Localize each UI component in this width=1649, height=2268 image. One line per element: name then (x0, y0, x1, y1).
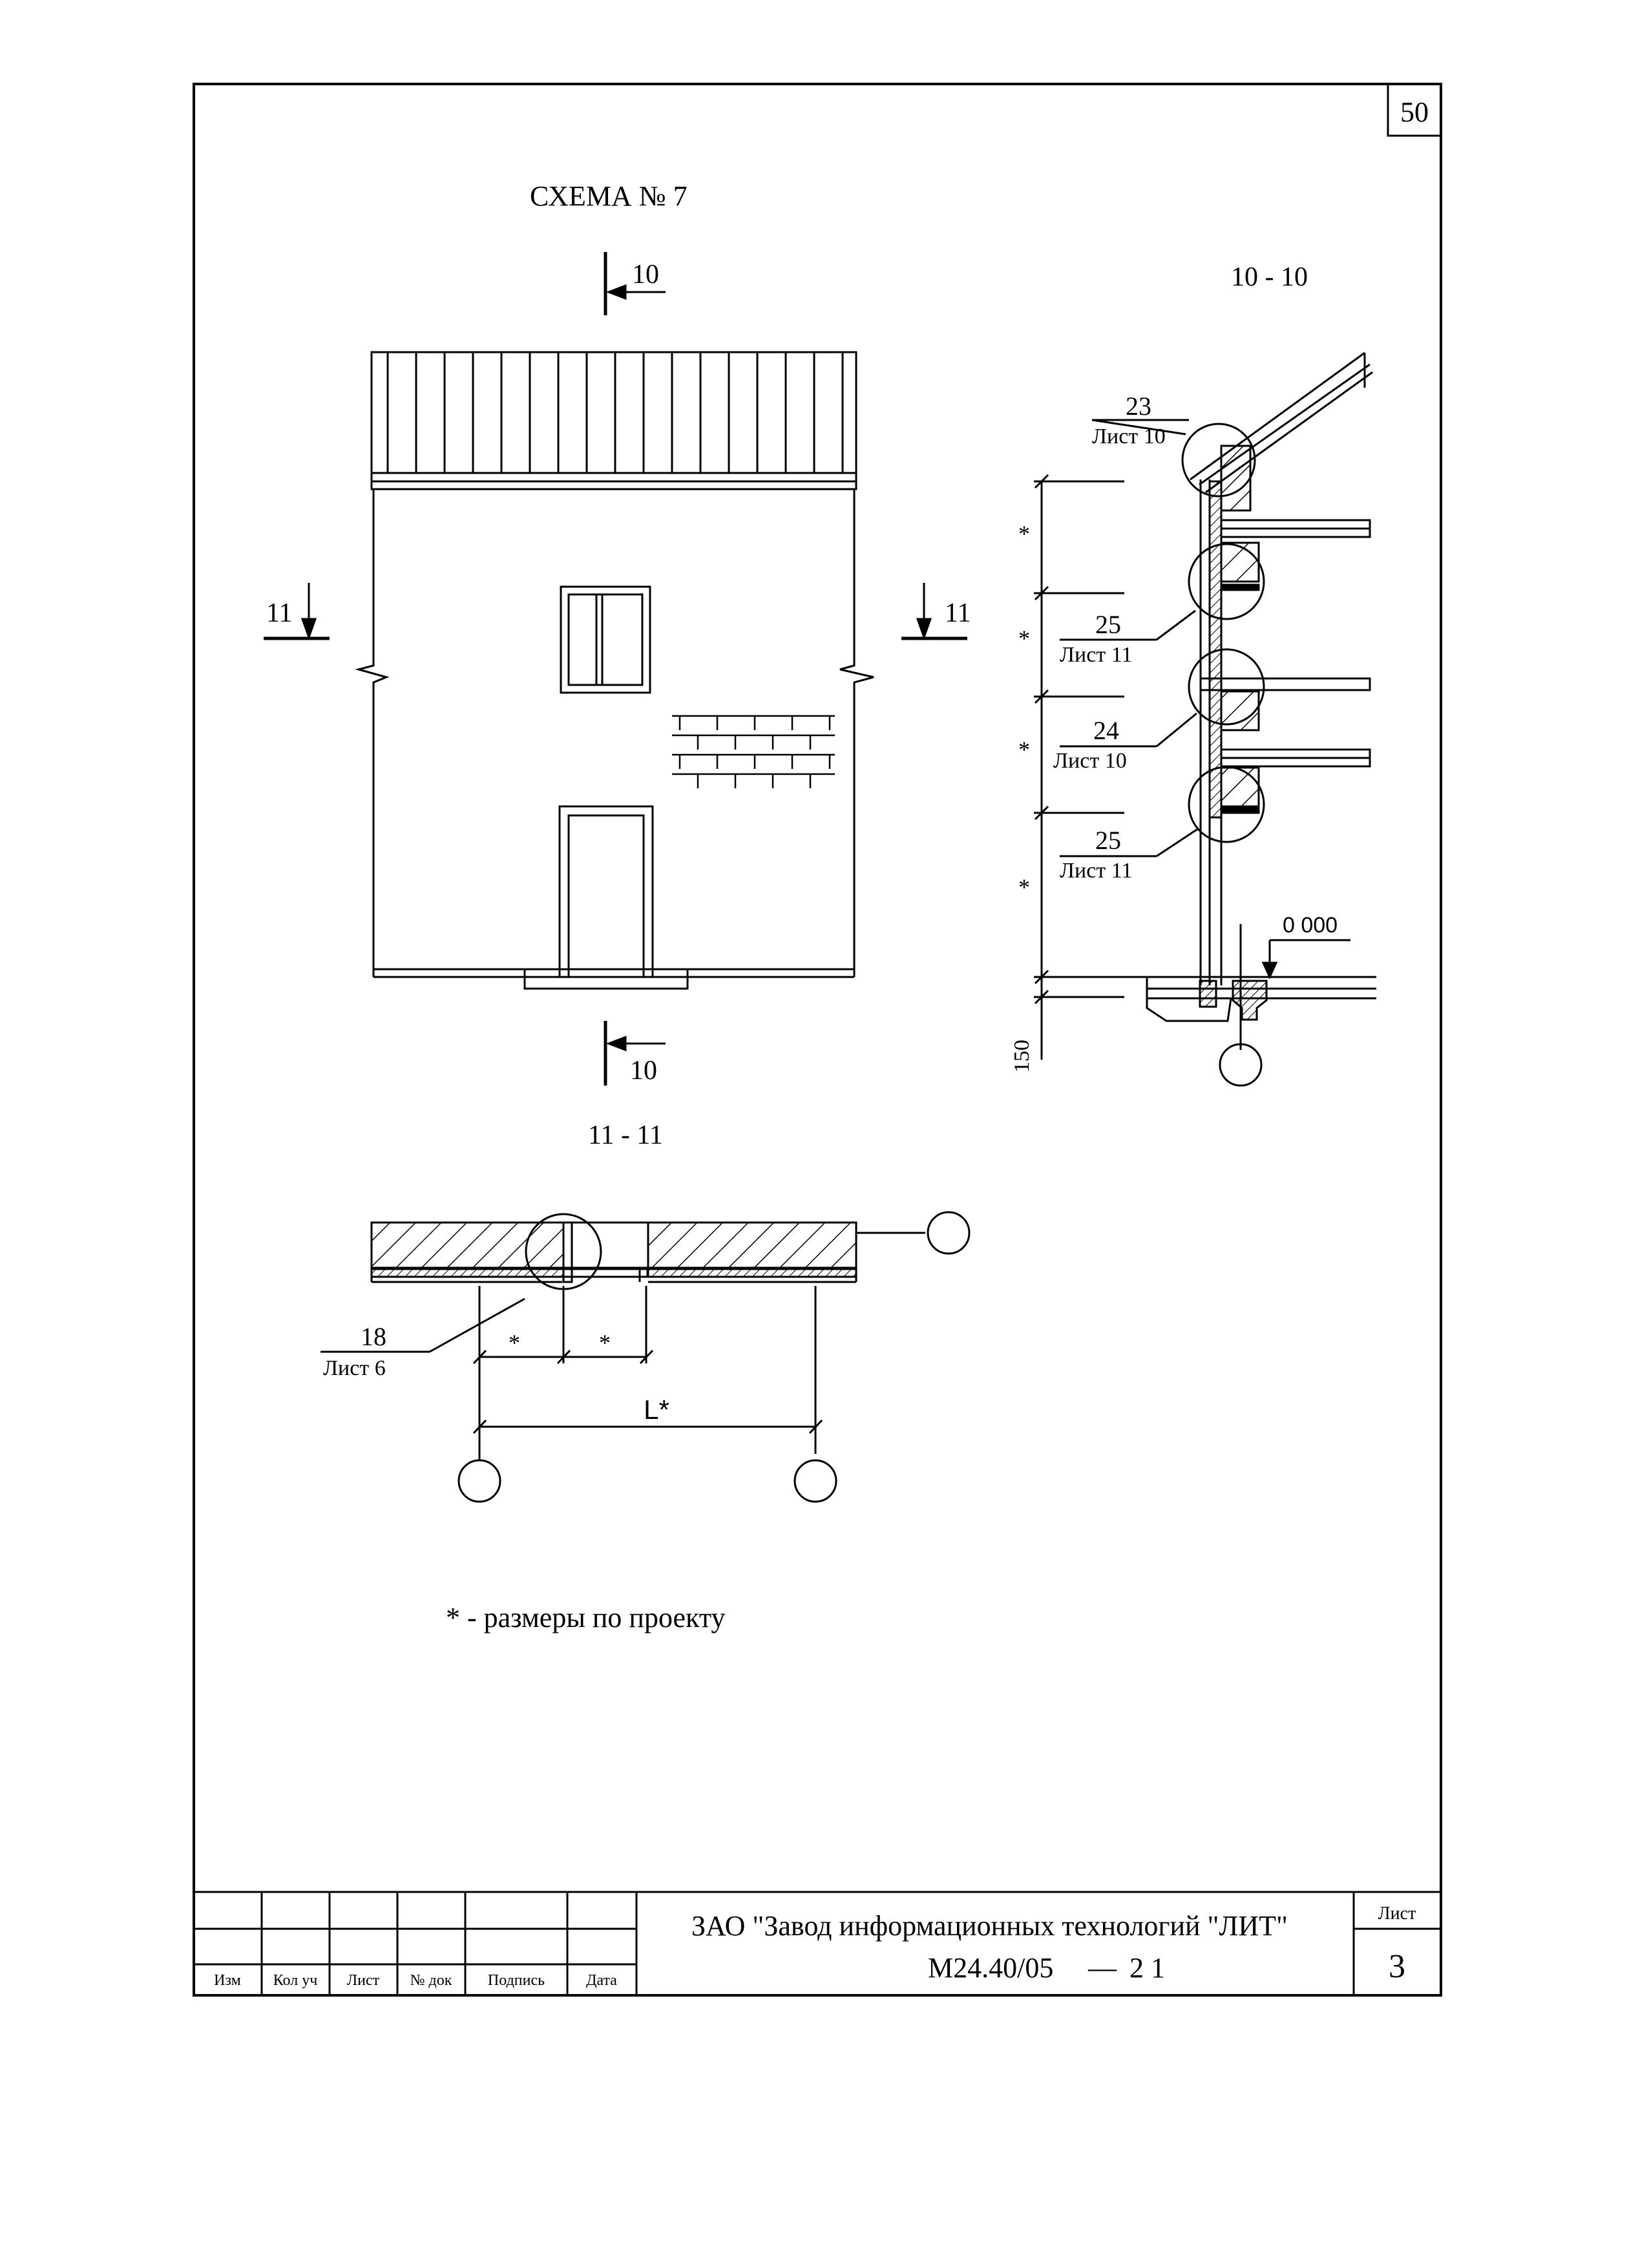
title-block (194, 1891, 1441, 1995)
detail-circle-24 (1188, 648, 1265, 726)
title-block-header: Изм (214, 1972, 241, 1989)
section-11-11-title: 11 - 11 (588, 1120, 663, 1150)
marker-10-bottom-label: 10 (630, 1056, 657, 1086)
axis-bubble-mid (793, 1459, 837, 1503)
section-11-11-drawing (320, 1211, 971, 1503)
callout-25a-num: 25 (1095, 610, 1121, 639)
sheet-label: Лист (1378, 1904, 1416, 1924)
marker-11-left-label: 11 (266, 598, 292, 628)
span-label-L: L* (644, 1394, 669, 1425)
callout-18-sheet: Лист 6 (323, 1356, 386, 1380)
callout-23-num: 23 (1126, 392, 1151, 421)
facade-window (560, 585, 651, 694)
scheme-title: СХЕМА № 7 (530, 180, 688, 212)
dimension-150: 150 (1010, 1040, 1034, 1073)
dim-star-1: * (509, 1330, 520, 1356)
dimensions-note: * - размеры по проекту (446, 1602, 725, 1633)
sheet-number: 3 (1389, 1948, 1405, 1985)
axis-bubble-right (927, 1211, 971, 1255)
dim-star-2: * (599, 1330, 611, 1356)
detail-circle-23 (1181, 423, 1256, 498)
axis-bubble-left (457, 1459, 501, 1503)
callout-24-num: 24 (1093, 716, 1119, 745)
doc-num: 2 1 (1129, 1952, 1165, 1984)
dimension-star: * (1018, 874, 1030, 900)
company-name: ЗАО "Завод информационных технологий "ЛИ… (691, 1910, 1288, 1942)
doc-code: М24.40/05 (928, 1952, 1053, 1984)
callout-23-sheet: Лист 10 (1092, 425, 1166, 448)
facade-elevation (264, 252, 967, 1086)
page-number: 50 (1400, 96, 1429, 128)
sheet-frame (193, 83, 1442, 1997)
title-block-header: № док (410, 1972, 452, 1989)
brick-texture (672, 715, 835, 788)
section-10-10-drawing (1034, 352, 1376, 1087)
dimension-star: * (1018, 625, 1030, 651)
callout-24-sheet: Лист 10 (1053, 749, 1127, 773)
dimension-star: * (1018, 737, 1030, 762)
title-block-header: Лист (347, 1972, 380, 1989)
callout-25b-num: 25 (1095, 826, 1121, 855)
page-number-box: 50 (1387, 83, 1442, 137)
title-block-header: Кол уч (273, 1972, 318, 1989)
title-block-header: Дата (586, 1972, 617, 1989)
dimension-star: * (1018, 521, 1030, 547)
detail-circle-25b (1188, 766, 1265, 843)
level-mark-0000: 0 000 (1283, 913, 1338, 938)
section-10-10-title: 10 - 10 (1231, 262, 1308, 292)
axis-bubble-section-10 (1219, 1043, 1263, 1087)
callout-25a-sheet: Лист 11 (1060, 643, 1132, 667)
marker-10-top-label: 10 (632, 260, 659, 289)
title-block-headers: Изм Кол уч Лист № док Подпись Дата (214, 1972, 617, 1989)
callout-25b-sheet: Лист 11 (1060, 859, 1132, 883)
roof-cladding-ribs (386, 352, 844, 473)
title-block-header: Подпись (488, 1972, 545, 1989)
detail-circle-25a (1188, 543, 1265, 620)
facade-door (558, 805, 654, 978)
marker-11-right-label: 11 (945, 598, 971, 628)
doc-dash: — (1087, 1952, 1117, 1984)
callout-18-num: 18 (361, 1322, 386, 1351)
section-10-10-dimension-stars: * * * * (1018, 521, 1030, 900)
